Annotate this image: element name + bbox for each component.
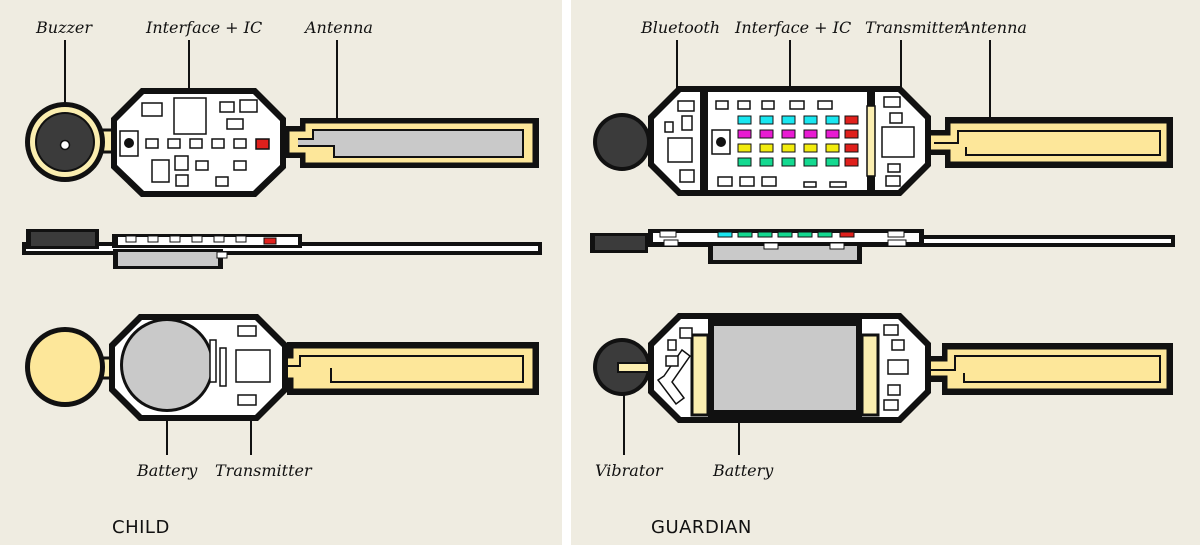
led-cyan-0: [737, 115, 752, 125]
led-magenta-3: [803, 129, 818, 139]
child-side-view: [22, 229, 542, 269]
led-cyan-1: [759, 115, 774, 125]
led-magenta-2: [781, 129, 796, 139]
guardian-bottom-view: [593, 313, 1173, 423]
label-child-interface-ic: Interface + IC: [146, 18, 263, 37]
led-red-2: [844, 143, 859, 153]
led-magenta-0: [737, 129, 752, 139]
label-guardian-interface-ic: Interface + IC: [735, 18, 852, 37]
led-cyan-3: [803, 115, 818, 125]
led-yellow-2: [781, 143, 796, 153]
led-cyan-4: [825, 115, 840, 125]
child-top-view: [25, 88, 539, 197]
led-green-0: [737, 157, 752, 167]
led-yellow-4: [825, 143, 840, 153]
child-red-led: [255, 138, 270, 150]
buzzer-center: [59, 139, 71, 151]
label-child-battery: Battery: [137, 461, 198, 480]
label-guardian-battery: Battery: [713, 461, 774, 480]
label-buzzer: Buzzer: [36, 18, 93, 37]
child-antenna-trace: [298, 129, 524, 158]
led-green-2: [781, 157, 796, 167]
label-guardian-transmitter: Transmitter: [865, 18, 962, 37]
led-red-1: [844, 129, 859, 139]
child-button: [124, 138, 134, 148]
led-yellow-1: [759, 143, 774, 153]
guardian-top-view: [593, 86, 1173, 196]
led-cyan-2: [781, 115, 796, 125]
led-green-4: [825, 157, 840, 167]
label-child-antenna: Antenna: [305, 18, 373, 37]
label-guardian-antenna: Antenna: [959, 18, 1027, 37]
label-child-transmitter: Transmitter: [215, 461, 312, 480]
led-yellow-0: [737, 143, 752, 153]
led-magenta-1: [759, 129, 774, 139]
child-panel: [0, 0, 562, 545]
led-red-0: [844, 115, 859, 125]
child-bottom-view: [25, 314, 539, 421]
label-vibrator: Vibrator: [595, 461, 663, 480]
led-green-1: [759, 157, 774, 167]
led-red-3: [844, 157, 859, 167]
guardian-side-view: [590, 229, 1175, 264]
guardian-title: GUARDIAN: [651, 517, 752, 538]
panel-divider: [562, 0, 571, 545]
label-bluetooth: Bluetooth: [641, 18, 721, 37]
led-yellow-3: [803, 143, 818, 153]
child-title: CHILD: [112, 517, 170, 538]
led-green-3: [803, 157, 818, 167]
guardian-led-grid: [737, 115, 859, 167]
led-magenta-4: [825, 129, 840, 139]
